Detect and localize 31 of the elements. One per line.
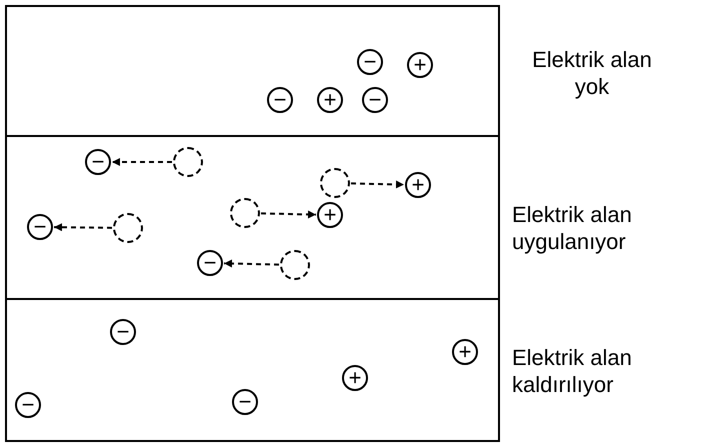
panel-frame bbox=[5, 5, 500, 137]
ion-symbol: − bbox=[15, 392, 41, 418]
dashed-arrow bbox=[54, 223, 112, 232]
ion-symbol: − bbox=[267, 87, 293, 113]
ion-symbol: + bbox=[317, 87, 343, 113]
dashed-arrow bbox=[260, 210, 316, 218]
former-position-circle bbox=[280, 250, 310, 280]
ion-symbol: − bbox=[110, 319, 136, 345]
dashed-arrow bbox=[112, 158, 172, 166]
former-position-circle bbox=[113, 213, 143, 243]
ion-symbol: + bbox=[342, 365, 368, 391]
ion-symbol: − bbox=[357, 49, 383, 75]
former-position-circle bbox=[173, 147, 203, 177]
dashed-arrow bbox=[350, 180, 404, 188]
panel-frame bbox=[5, 135, 500, 300]
ion-symbol: − bbox=[362, 87, 388, 113]
ion-symbol: + bbox=[452, 339, 478, 365]
panel-caption: Elektrik alan yok bbox=[531, 46, 653, 100]
panel-caption: Elektrik alan uygulanıyor bbox=[512, 201, 633, 255]
former-position-circle bbox=[230, 198, 260, 228]
ion-symbol: + bbox=[317, 202, 343, 228]
ion-symbol: − bbox=[197, 250, 223, 276]
ion-symbol: − bbox=[27, 214, 53, 240]
ion-symbol: − bbox=[85, 149, 111, 175]
ion-symbol: + bbox=[405, 172, 431, 198]
ion-symbol: − bbox=[232, 389, 258, 415]
dashed-arrow bbox=[224, 260, 280, 268]
panel-caption: Elektrik alan kaldırılıyor bbox=[512, 344, 633, 398]
former-position-circle bbox=[320, 168, 350, 198]
panel-frame bbox=[5, 298, 500, 442]
ion-symbol: + bbox=[407, 52, 433, 78]
